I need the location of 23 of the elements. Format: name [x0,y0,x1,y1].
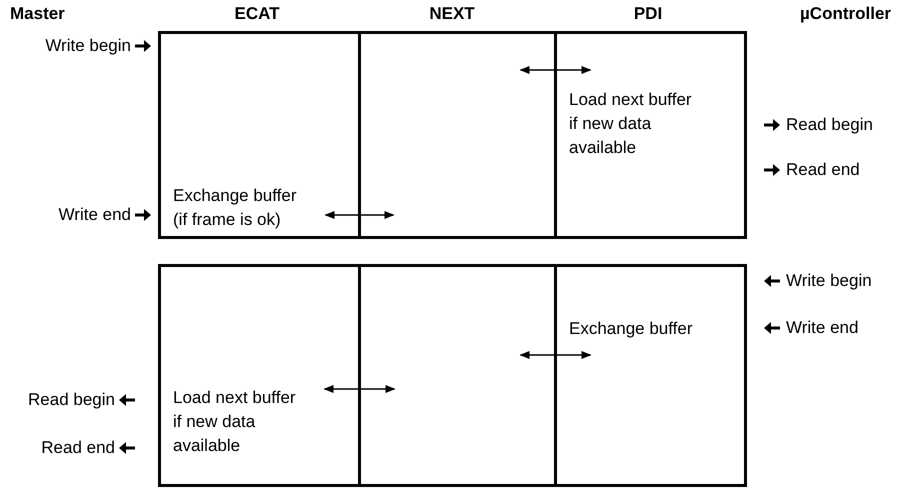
cell-text: Load next buffer if new data available [569,89,693,159]
column-heading: ECAT [234,3,280,25]
column-heading: NEXT [429,3,475,25]
buffer-box [158,31,747,239]
event-label: Read begin [28,389,115,411]
cell-text: Load next buffer if new data available [173,387,297,457]
event-label: Write end [786,317,858,339]
column-heading: Master [10,3,65,25]
column-heading: PDI [634,3,662,25]
cell-text: Exchange buffer [569,318,694,340]
buffer-box [158,264,747,487]
event-label: Write begin [45,35,131,57]
cell-text: Exchange buffer (if frame is ok) [173,185,298,231]
event-label: Write begin [786,270,872,292]
double-arrow [520,66,592,74]
column-heading: µController [800,3,892,25]
event-label: Read begin [786,114,873,136]
double-arrow [324,385,396,393]
double-arrow [520,351,592,359]
event-label: Read end [41,437,115,459]
double-arrow [324,211,394,219]
event-label: Read end [786,159,860,181]
event-label: Write end [58,204,131,226]
